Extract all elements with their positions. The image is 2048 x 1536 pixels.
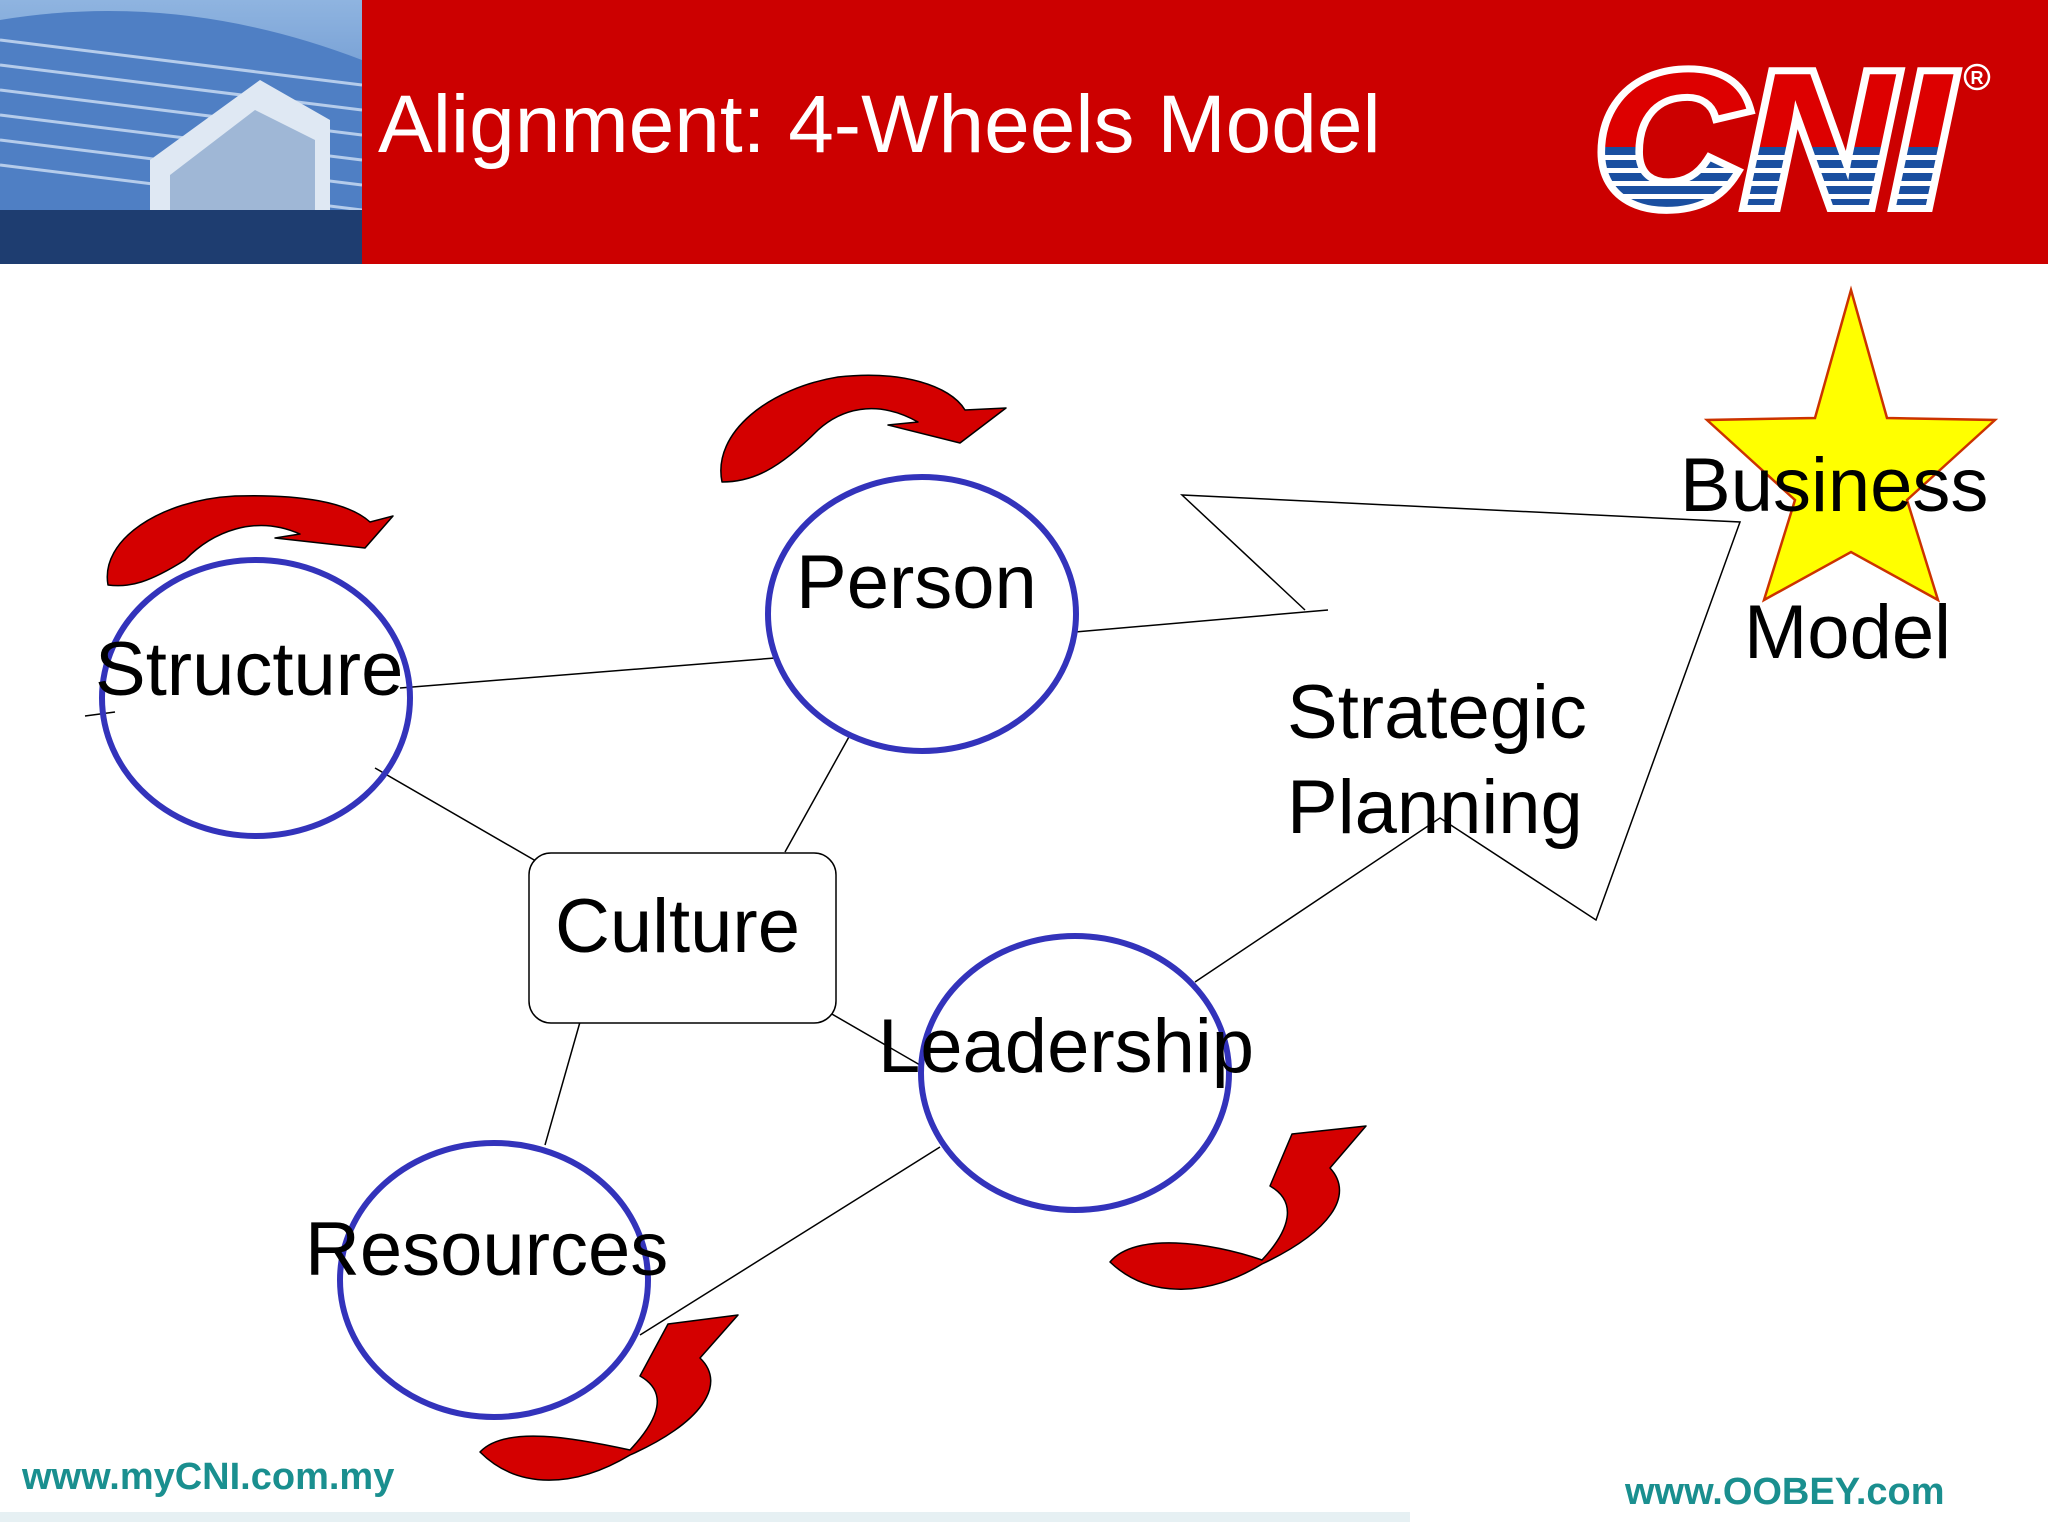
footer-url-left[interactable]: www.myCNI.com.my <box>22 1456 395 1498</box>
rotation-arrow-icon-resources <box>479 1314 739 1481</box>
business-model-line1: Business <box>1680 443 1989 528</box>
wheel-label-resources: Resources <box>305 1207 669 1292</box>
cni-logo: CNI CNI R <box>1588 27 2005 253</box>
connector-structure-culture <box>374 767 549 869</box>
culture-label: Culture <box>555 884 800 969</box>
strategic-planning-line1: Strategic <box>1287 670 1587 755</box>
business-model-line2: Model <box>1744 590 1951 675</box>
slide-title: Alignment: 4-Wheels Model <box>378 79 1381 170</box>
wheel-circle-leadership <box>918 933 1232 1213</box>
rotation-arrow-icon-leadership <box>1109 1125 1367 1290</box>
connector-person-right <box>1074 609 1329 633</box>
footer-url-right[interactable]: www.OOBEY.com <box>1625 1471 1945 1513</box>
wheel-circle-structure <box>99 557 413 839</box>
strategic-planning-path <box>1179 494 1742 983</box>
wheel-label-leadership: Leadership <box>878 1004 1255 1089</box>
rotation-arrow-icon-structure <box>106 494 394 587</box>
header-bar: Alignment: 4-Wheels Model CNI CNI R <box>0 0 2048 264</box>
connector-culture-resources <box>544 1021 581 1146</box>
strategic-planning-line2: Planning <box>1287 765 1583 850</box>
connector-culture-leadership <box>817 1005 921 1066</box>
connector-structure-person <box>399 657 776 689</box>
connector-leadership-resources <box>639 1146 941 1336</box>
connector-person-culture <box>784 734 851 853</box>
footer-band <box>0 1512 1410 1522</box>
wheel-label-person: Person <box>796 540 1037 625</box>
wheel-circle-person <box>765 474 1079 754</box>
star-icon <box>1703 285 1999 603</box>
culture-box <box>528 852 837 1024</box>
wheel-label-structure: Structure <box>95 627 404 712</box>
rotation-arrow-icon-person <box>720 374 1007 483</box>
building-photo <box>0 0 362 264</box>
svg-text:R: R <box>1971 68 1984 88</box>
wheel-circle-resources <box>337 1140 651 1420</box>
